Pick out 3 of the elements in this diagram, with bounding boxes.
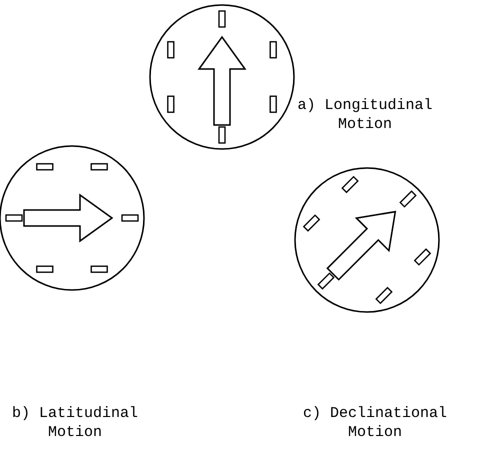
caption-text: a) Longitudinal Motion [296, 96, 434, 134]
caption-text: c) Declinational Motion [302, 404, 448, 442]
caption-text: b) Latitudinal Motion [10, 404, 140, 442]
